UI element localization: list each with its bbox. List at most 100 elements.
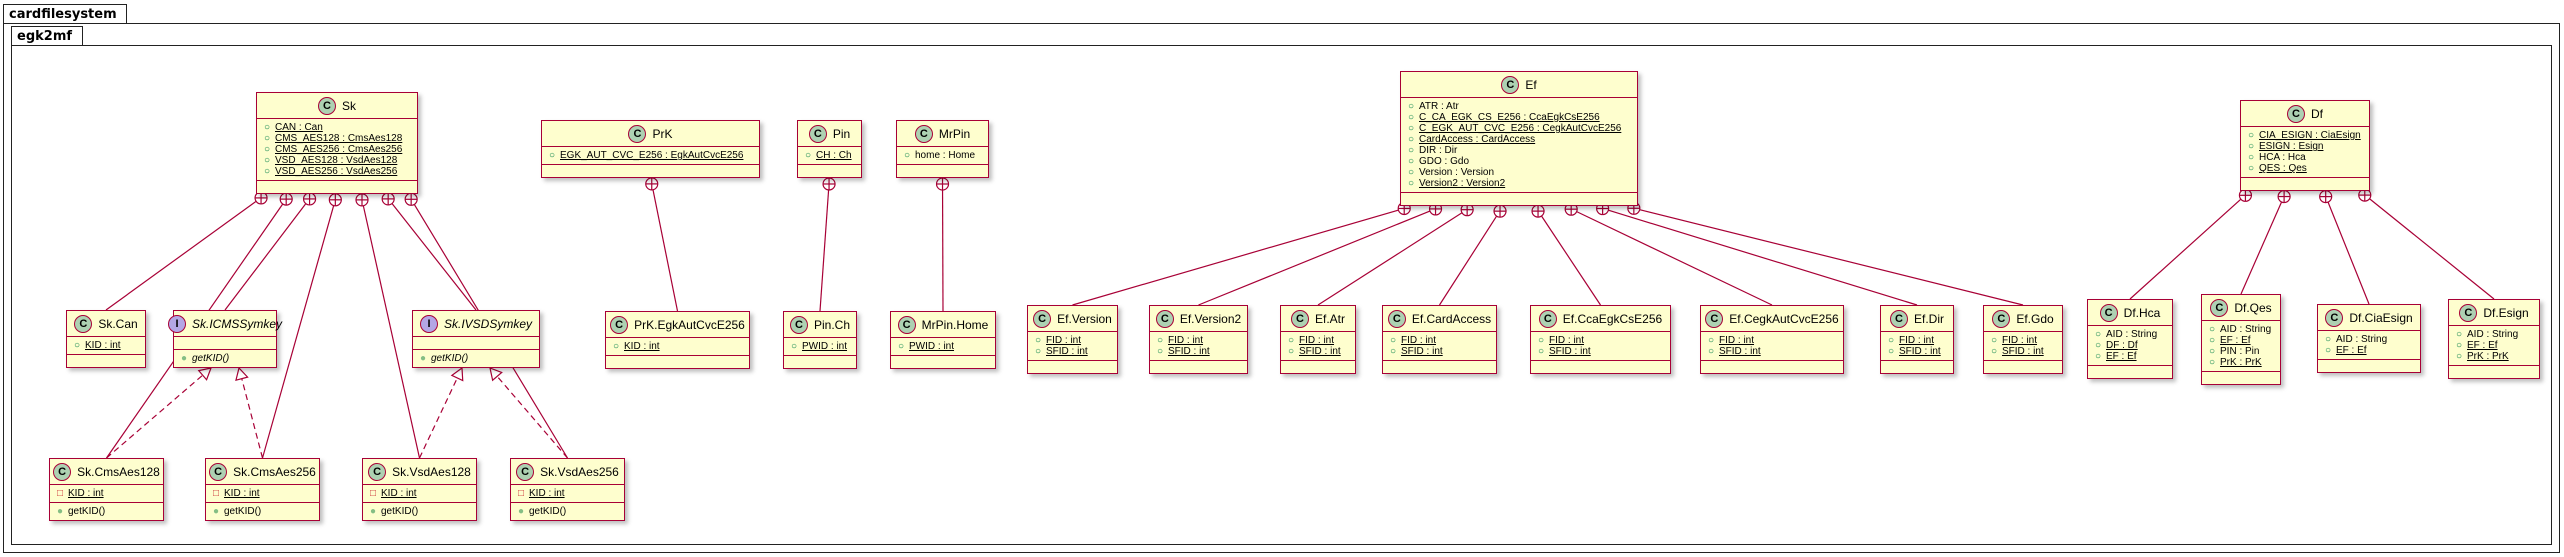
public-visibility-icon: ○ — [2324, 345, 2332, 356]
field-row: ○PIN : Pin — [2208, 346, 2274, 357]
fields-compartment: □KID : int — [50, 484, 163, 502]
field-text: KID : int — [68, 488, 104, 499]
public-visibility-icon: ○ — [2094, 340, 2102, 351]
public-visibility-icon: ○ — [612, 341, 620, 352]
class-stereotype-icon: C — [914, 125, 933, 143]
field-text: DF : Df — [2106, 340, 2138, 351]
nesting-link — [2129, 198, 2242, 300]
class-stereotype-icon: C — [53, 463, 72, 481]
nesting-link — [1317, 212, 1463, 306]
fields-compartment: ○CH : Ch — [798, 146, 861, 164]
field-text: AID : String — [2467, 329, 2519, 340]
fields-compartment: ○FID : int○SFID : int — [1281, 331, 1355, 360]
fields-compartment: □KID : int — [206, 484, 319, 502]
field-text: KID : int — [624, 341, 660, 352]
methods-compartment — [542, 164, 759, 177]
field-row: ○ KID : int — [612, 341, 743, 352]
nesting-link — [1198, 210, 1431, 306]
field-row: ○AID : String — [2208, 324, 2274, 335]
nesting-link — [224, 203, 307, 311]
methods-compartment: ●getKID() — [206, 502, 319, 520]
field-row: ○CH : Ch — [804, 150, 855, 161]
public-method-icon: ● — [369, 506, 377, 517]
method-text: getKID() — [192, 353, 230, 364]
field-row: ○CMS_AES128 : CmsAes128 — [263, 133, 411, 144]
realization-arrowhead-icon — [197, 367, 212, 381]
nesting-link — [261, 205, 335, 459]
method-row: ●getKID() — [517, 506, 618, 517]
public-visibility-icon: ○ — [1287, 346, 1295, 357]
field-text: C_CA_EGK_CS_E256 : CcaEgkCsE256 — [1419, 112, 1600, 123]
field-row: ○FID : int — [1156, 335, 1241, 346]
field-row: ○FID : int — [1287, 335, 1349, 346]
field-text: C_EGK_AUT_CVC_E256 : CegkAutCvcE256 — [1419, 123, 1622, 134]
public-visibility-icon: ○ — [2208, 335, 2216, 346]
public-method-icon: ● — [517, 506, 525, 517]
public-visibility-icon: ○ — [1156, 346, 1164, 357]
nesting-link — [1072, 209, 1399, 306]
class-stereotype-icon: C — [2210, 299, 2229, 317]
methods-compartment — [1701, 360, 1843, 373]
class-name: Df.Esign — [2483, 306, 2529, 320]
nesting-link — [1639, 209, 2024, 306]
field-text: home : Home — [915, 150, 976, 161]
field-row: ○SFID : int — [1034, 346, 1111, 357]
field-text: CMS_AES256 : CmsAes256 — [275, 144, 403, 155]
class-stereotype-icon: C — [808, 125, 827, 143]
class-name: Sk — [341, 99, 356, 113]
field-text: CardAccess : CardAccess — [1419, 134, 1536, 145]
class-stereotype-icon: C — [368, 463, 387, 481]
methods-compartment — [1028, 360, 1117, 373]
methods-compartment: ●getKID() — [50, 502, 163, 520]
fields-compartment: ○AID : String○EF : Ef○PIN : Pin○PrK : Pr… — [2202, 320, 2280, 371]
public-visibility-icon: ○ — [1407, 134, 1415, 145]
method-text: getKID() — [431, 353, 469, 364]
methods-compartment — [67, 354, 145, 367]
public-visibility-icon: ○ — [804, 150, 812, 161]
methods-compartment: ● getKID() — [413, 349, 539, 367]
class-name: Df — [2311, 107, 2323, 121]
method-text: getKID() — [68, 506, 106, 517]
fields-compartment: □KID : int — [363, 484, 476, 502]
field-row: ○EF : Ef — [2455, 340, 2533, 351]
field-text: AID : String — [2220, 324, 2272, 335]
field-text: Version : Version — [1419, 167, 1495, 178]
field-row: ○ CardAccess : CardAccess — [1407, 134, 1631, 145]
public-method-icon: ● — [419, 353, 427, 364]
field-row: ○CIA_ESIGN : CiaEsign — [2247, 130, 2363, 141]
class-stereotype-icon: C — [209, 463, 228, 481]
fields-compartment: ○home : Home — [897, 146, 988, 164]
public-visibility-icon: ○ — [1707, 335, 1715, 346]
class-stereotype-icon: C — [897, 316, 916, 334]
